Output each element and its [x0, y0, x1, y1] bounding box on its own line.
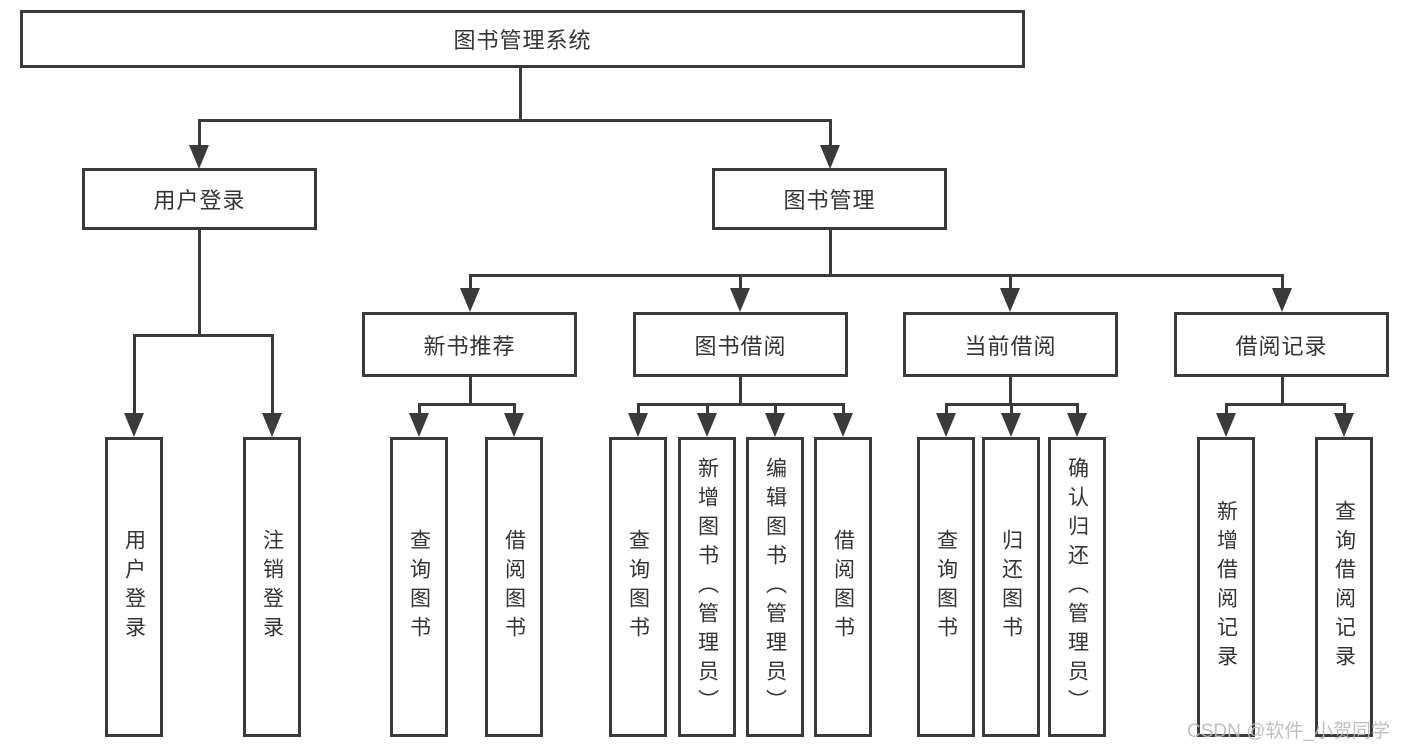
connector-line	[1281, 274, 1284, 292]
leaf-user-login-label: 用户登录	[122, 529, 146, 645]
connector-line	[637, 403, 640, 416]
connector-line	[469, 274, 472, 292]
arrowhead-icon	[1001, 413, 1021, 437]
connector-line	[739, 274, 742, 292]
node-book-borrow: 图书借阅	[633, 312, 848, 377]
connector-line	[637, 403, 845, 406]
connector-line	[706, 403, 709, 416]
connector-line	[469, 274, 1283, 277]
connector-line	[198, 119, 201, 149]
leaf-rec-query-books: 查询图书	[390, 437, 448, 737]
leaf-bb-edit-books-admin: 编辑图书（管理员）	[746, 437, 804, 737]
connector-line	[418, 403, 421, 416]
node-user-login: 用户登录	[82, 168, 317, 230]
arrowhead-icon	[628, 413, 648, 437]
arrowhead-icon	[460, 288, 480, 312]
node-root: 图书管理系统	[20, 10, 1025, 68]
leaf-cb-query-books: 查询图书	[917, 437, 975, 737]
arrowhead-icon	[1000, 288, 1020, 312]
connector-line	[519, 65, 522, 122]
leaf-br-query-record: 查询借阅记录	[1315, 437, 1373, 737]
connector-line	[133, 334, 136, 416]
connector-line	[829, 119, 832, 149]
connector-line	[1009, 274, 1012, 292]
connector-line	[133, 334, 274, 337]
connector-line	[1281, 374, 1284, 406]
leaf-bb-add-books-admin-label: 新增图书（管理员）	[695, 456, 719, 718]
leaf-bb-borrow-books: 借阅图书	[814, 437, 872, 737]
leaf-bb-add-books-admin: 新增图书（管理员）	[678, 437, 736, 737]
leaf-logout-label: 注销登录	[260, 529, 284, 645]
arrowhead-icon	[189, 145, 209, 169]
leaf-rec-borrow-books: 借阅图书	[485, 437, 543, 737]
arrowhead-icon	[1334, 413, 1354, 437]
csdn-watermark: CSDN @软件_小贺同学	[1187, 721, 1390, 742]
connector-line	[1225, 403, 1344, 406]
arrowhead-icon	[1067, 413, 1087, 437]
connector-line	[1010, 403, 1013, 416]
node-book-borrow-label: 图书借阅	[694, 333, 787, 359]
leaf-cb-confirm-return-admin-label: 确认归还（管理员）	[1065, 456, 1089, 718]
leaf-cb-return-books: 归还图书	[982, 437, 1040, 737]
arrowhead-icon	[820, 145, 840, 169]
arrowhead-icon	[697, 413, 717, 437]
connector-line	[513, 403, 516, 416]
leaf-bb-query-books-label: 查询图书	[626, 529, 650, 645]
leaf-cb-query-books-label: 查询图书	[934, 529, 958, 645]
connector-line	[1009, 374, 1012, 406]
arrowhead-icon	[936, 413, 956, 437]
leaf-rec-query-books-label: 查询图书	[407, 529, 431, 645]
connector-line	[1076, 403, 1079, 416]
connector-line	[945, 403, 948, 416]
connector-line	[774, 403, 777, 416]
node-current-borrow: 当前借阅	[903, 312, 1118, 377]
connector-line	[469, 374, 472, 406]
leaf-br-add-record-label: 新增借阅记录	[1214, 500, 1238, 674]
node-book-management-label: 图书管理	[783, 188, 876, 213]
arrowhead-icon	[730, 288, 750, 312]
node-new-book-recommend-label: 新书推荐	[423, 333, 516, 359]
connector-line	[842, 403, 845, 416]
node-borrow-records: 借阅记录	[1174, 312, 1389, 377]
arrowhead-icon	[409, 413, 429, 437]
arrowhead-icon	[504, 413, 524, 437]
leaf-rec-borrow-books-label: 借阅图书	[502, 529, 526, 645]
arrowhead-icon	[833, 413, 853, 437]
arrowhead-icon	[262, 413, 282, 437]
node-root-label: 图书管理系统	[453, 28, 592, 53]
connector-line	[1225, 403, 1228, 416]
node-current-borrow-label: 当前借阅	[964, 333, 1057, 359]
connector-line	[418, 403, 515, 406]
leaf-logout: 注销登录	[243, 437, 301, 737]
leaf-bb-edit-books-admin-label: 编辑图书（管理员）	[763, 456, 787, 718]
node-user-login-label: 用户登录	[153, 188, 246, 213]
leaf-br-query-record-label: 查询借阅记录	[1332, 500, 1356, 674]
node-book-management: 图书管理	[712, 168, 947, 230]
leaf-bb-query-books: 查询图书	[609, 437, 667, 737]
connector-line	[198, 119, 832, 122]
leaf-user-login: 用户登录	[105, 437, 163, 737]
node-borrow-records-label: 借阅记录	[1235, 333, 1328, 359]
leaf-bb-borrow-books-label: 借阅图书	[831, 529, 855, 645]
connector-line	[739, 374, 742, 406]
connector-line	[1343, 403, 1346, 416]
arrowhead-icon	[124, 413, 144, 437]
connector-line	[198, 228, 201, 337]
leaf-cb-return-books-label: 归还图书	[999, 529, 1023, 645]
connector-line	[271, 334, 274, 416]
arrowhead-icon	[765, 413, 785, 437]
arrowhead-icon	[1272, 288, 1292, 312]
leaf-br-add-record: 新增借阅记录	[1197, 437, 1255, 737]
leaf-cb-confirm-return-admin: 确认归还（管理员）	[1048, 437, 1106, 737]
arrowhead-icon	[1216, 413, 1236, 437]
connector-line	[829, 228, 832, 277]
node-new-book-recommend: 新书推荐	[362, 312, 577, 377]
